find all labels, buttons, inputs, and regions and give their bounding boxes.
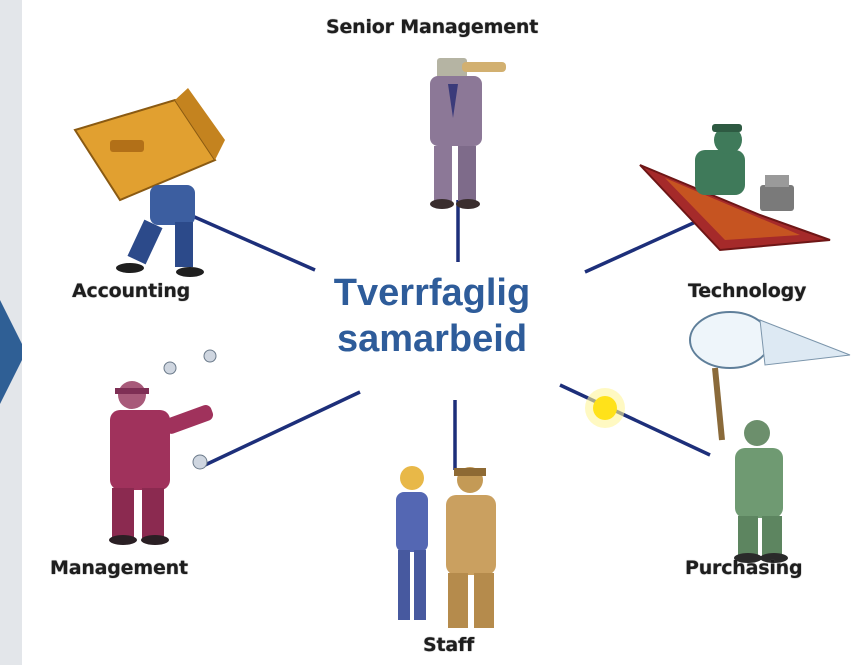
senior-management-label: Senior Management: [326, 16, 539, 38]
center-title: Tverrfaglig samarbeid: [300, 270, 564, 362]
accounting-figure: [73, 88, 225, 277]
left-nav-arrow-icon[interactable]: [0, 300, 26, 404]
staff-label: Staff: [423, 634, 475, 656]
technology-label: Technology: [688, 280, 807, 302]
accounting-label: Accounting: [72, 280, 191, 302]
sun-icon: [585, 388, 625, 428]
purchasing-figure: [689, 311, 851, 563]
purchasing-label: Purchasing: [685, 557, 803, 579]
management-label: Management: [50, 557, 188, 579]
technology-figure: [639, 124, 831, 252]
connector-lines: [189, 200, 711, 470]
connector-purchasing: [559, 383, 711, 457]
senior-management-figure: [430, 58, 506, 209]
connector-management: [204, 390, 361, 467]
staff-figures: [396, 466, 496, 628]
connector-accounting: [189, 213, 316, 272]
center-title-line-1: Tverrfaglig: [333, 272, 531, 314]
management-figure: [109, 349, 217, 545]
center-title-line-2: samarbeid: [336, 318, 528, 360]
connector-technology: [584, 218, 701, 274]
